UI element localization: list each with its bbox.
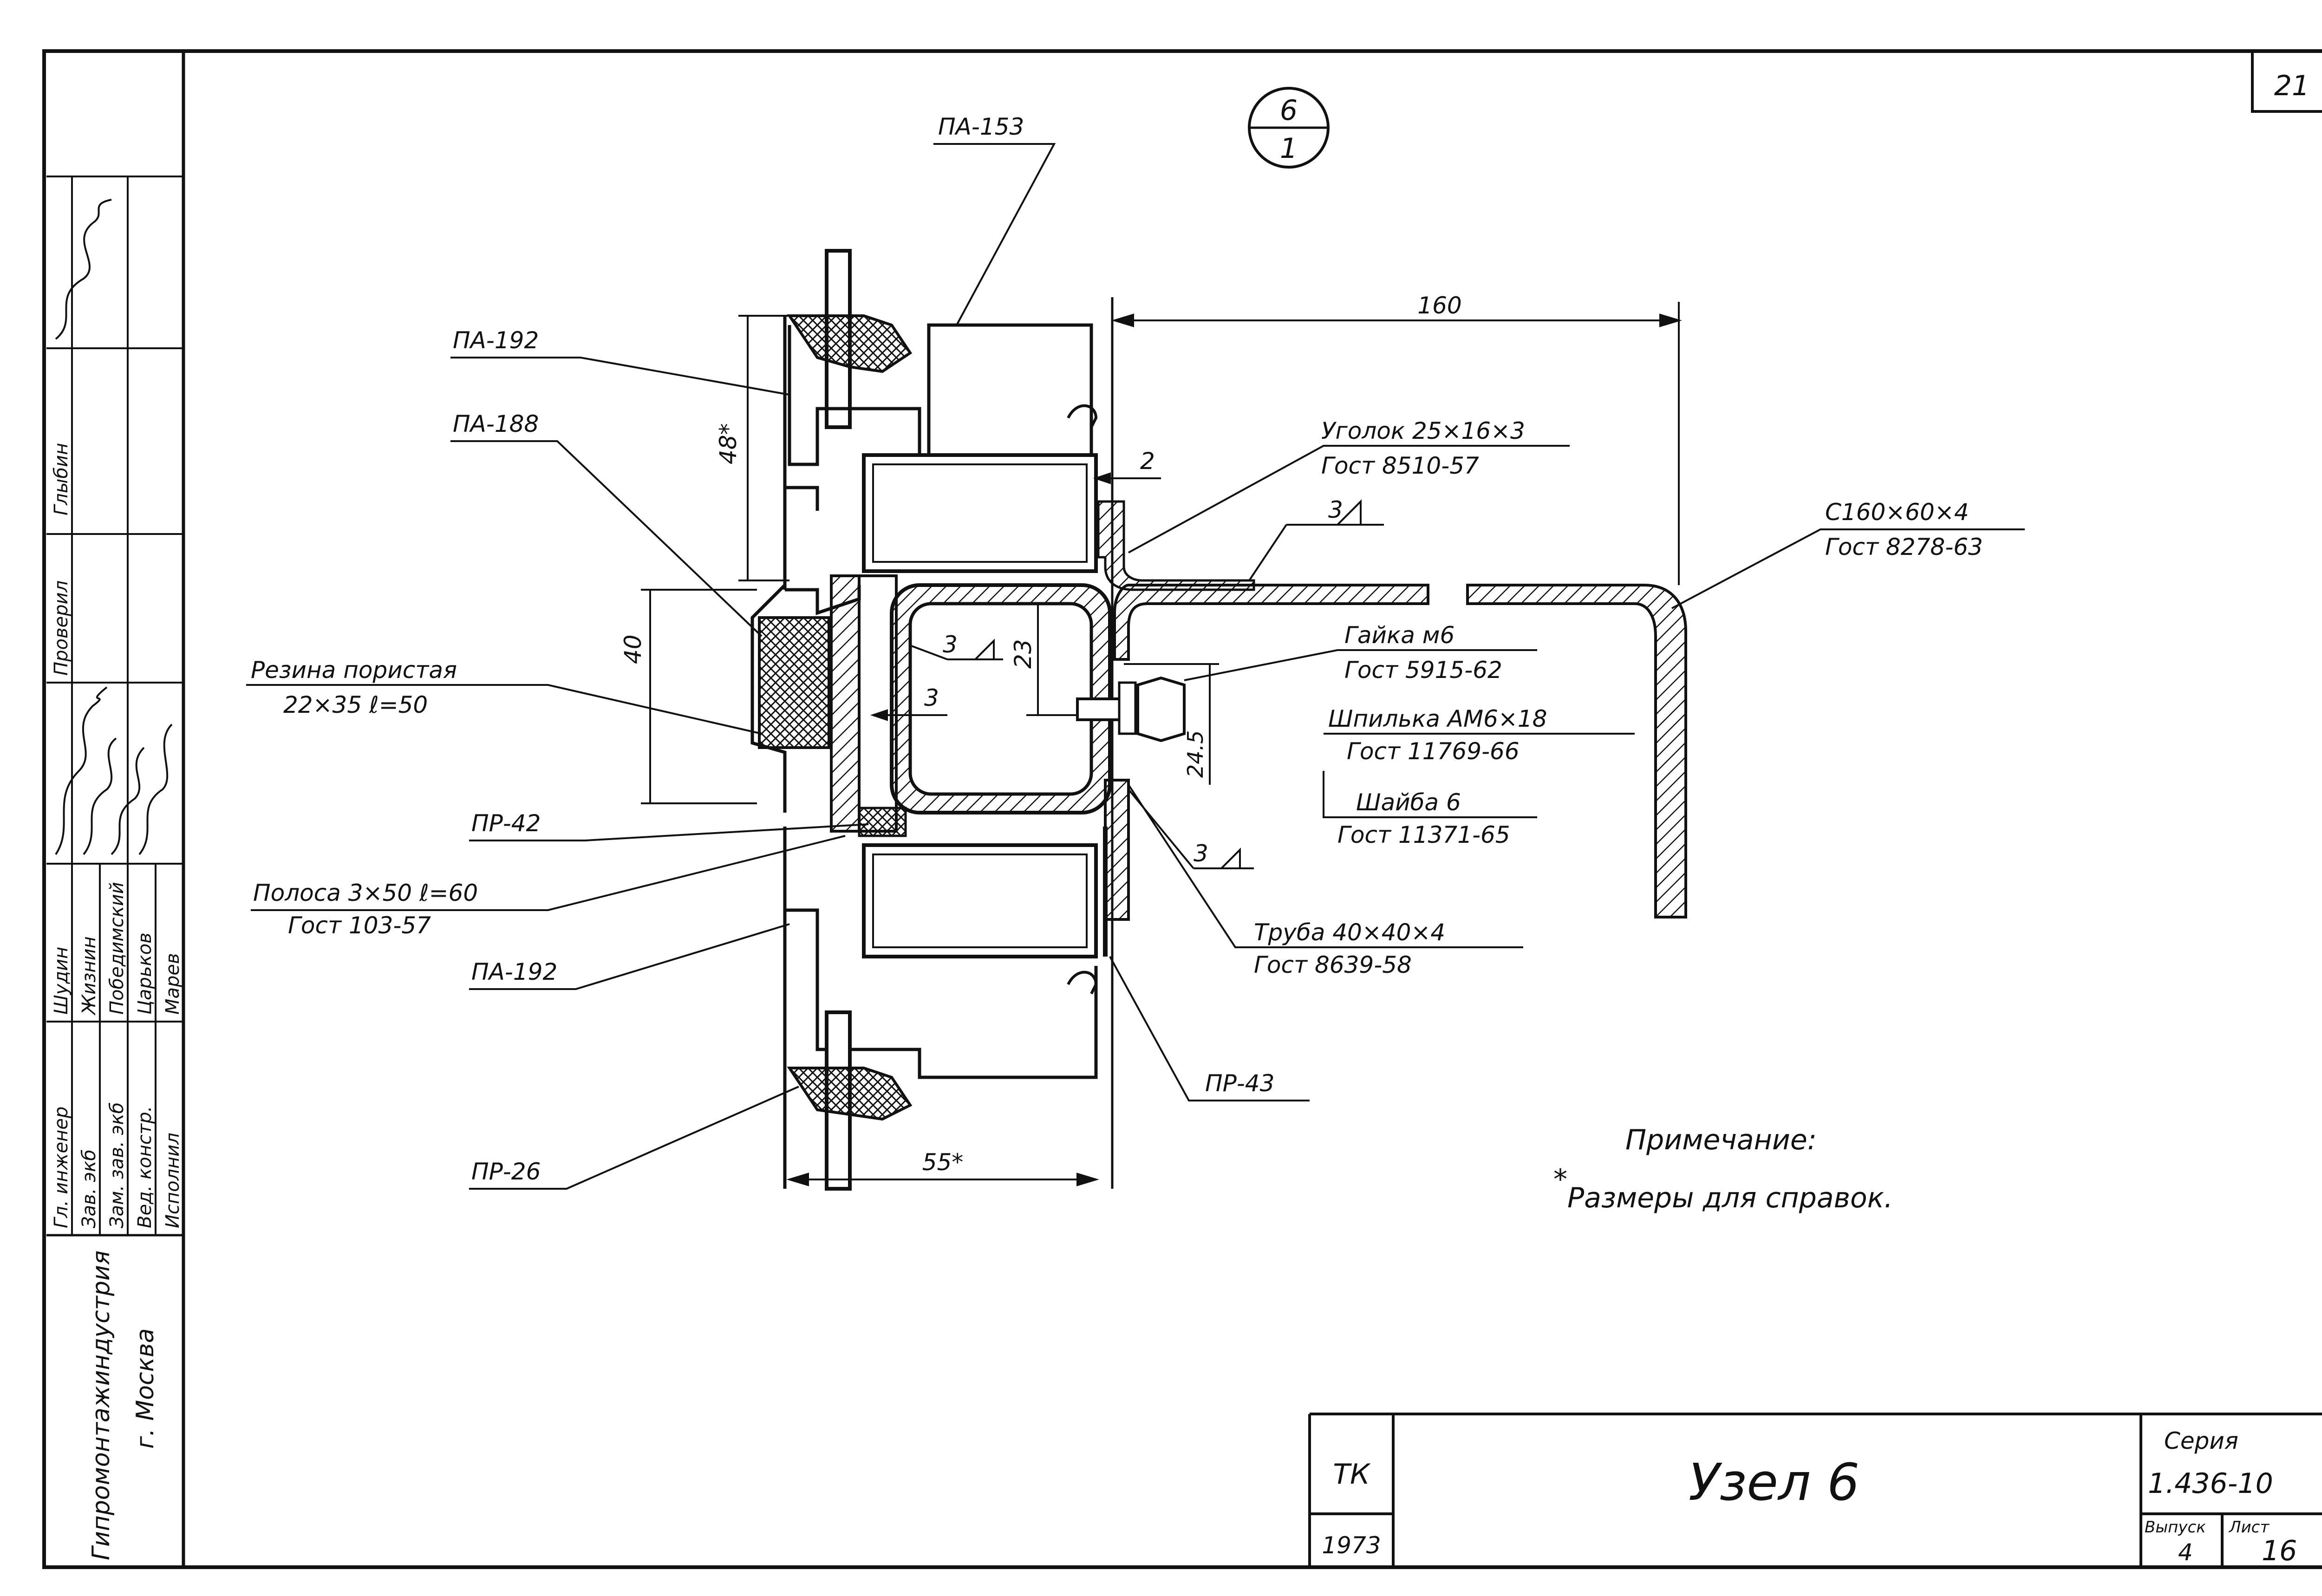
weld-leg: 3 <box>924 684 939 711</box>
lower-hollow-chamber <box>862 843 1098 958</box>
role-1: Гл. инженер <box>51 1107 72 1228</box>
pr-42-insert <box>858 807 907 837</box>
weld-2: 3 <box>943 631 958 658</box>
role-3: Зам. зав. экб <box>106 1102 128 1228</box>
strip-3x50 <box>830 574 861 833</box>
label-angle-gost: Гост 8510-57 <box>1321 452 1479 479</box>
upper-hollow-chamber <box>862 453 1098 573</box>
tb-issue-label: Выпуск <box>2145 1518 2206 1537</box>
signature <box>83 737 117 855</box>
name-2: Жизнин <box>78 936 100 1016</box>
node-marker-top: 6 <box>1280 94 1298 127</box>
node-drawing <box>750 249 1687 1191</box>
label-channel-gost: Гост 8278-63 <box>1825 534 1983 560</box>
weld-1: 3 <box>1328 496 1343 523</box>
tb-series-label: Серия <box>2164 1427 2238 1454</box>
dim-23: 23 <box>1010 639 1037 669</box>
role-4: Вед. констр. <box>134 1106 156 1228</box>
label-rubber-size: 22×35 ℓ=50 <box>283 691 428 718</box>
dim-160: 160 <box>1417 292 1461 319</box>
tb-year: 1973 <box>1322 1532 1381 1559</box>
label-washer: Шайба 6 <box>1356 789 1461 816</box>
role-2: Зав. экб <box>78 1149 100 1228</box>
label-strip: Полоса 3×50 ℓ=60 <box>253 879 478 906</box>
label-rubber: Резина пористая <box>251 657 457 684</box>
glazing-seal-bottom <box>787 1067 913 1121</box>
porous-rubber <box>758 616 830 749</box>
title-block: ТК 1973 Узел 6 Серия 1.436-10 Выпуск 4 Л… <box>1308 1413 2322 1567</box>
weld-3: 3 <box>1194 840 1208 867</box>
label-stud: Шпилька АМ6×18 <box>1328 705 1547 732</box>
label-pa-192-top: ПА-192 <box>453 327 539 354</box>
name-4: Царьков <box>134 932 156 1015</box>
checked-name: Глыбин <box>51 443 72 515</box>
glazing-seal-top <box>787 314 913 373</box>
label-angle: Уголок 25×16×3 <box>1321 417 1525 444</box>
note-text: Размеры для справок. <box>1567 1182 1893 1214</box>
tb-sheet-label: Лист <box>2228 1518 2270 1537</box>
page-number: 21 <box>2274 70 2309 102</box>
label-pipe-gost: Гост 8639-58 <box>1254 951 1412 978</box>
org-name: Гипромонтажиндустрия <box>87 1251 115 1560</box>
gap-2: 2 <box>1140 448 1155 475</box>
label-nut: Гайка м6 <box>1344 622 1455 649</box>
tb-org: ТК <box>1333 1458 1371 1491</box>
tb-title: Узел 6 <box>1689 1453 1859 1512</box>
name-3: Победимский <box>106 882 128 1015</box>
label-pr-26: ПР-26 <box>471 1158 541 1185</box>
label-pa-188: ПА-188 <box>453 410 539 437</box>
callouts: ПА-153 ПА-192 ПА-188 Резина пористая 22×… <box>246 113 2025 1190</box>
profile-pa-153 <box>788 323 1093 466</box>
lower-hollow-inner <box>872 853 1088 948</box>
signature <box>138 723 173 855</box>
label-strip-gost: Гост 103-57 <box>288 912 431 939</box>
tb-sheet-value: 16 <box>2262 1535 2297 1567</box>
signature <box>55 686 108 855</box>
channel-flange-left <box>1113 584 1429 661</box>
upper-hollow-inner <box>872 463 1088 563</box>
hook-top <box>1067 404 1098 428</box>
label-washer-gost: Гост 11371-65 <box>1337 821 1510 848</box>
name-5: Марев <box>162 953 183 1015</box>
tb-issue-value: 4 <box>2178 1539 2193 1566</box>
role-5: Исполнил <box>162 1133 183 1228</box>
dim-55: 55* <box>922 1149 964 1176</box>
washer-6 <box>1118 681 1137 735</box>
label-nut-gost: Гост 5915-62 <box>1344 657 1502 684</box>
checked-role: Проверил <box>51 580 72 676</box>
outer-frame <box>42 49 2322 1569</box>
dim-24-5: 24.5 <box>1183 730 1208 778</box>
left-stamp-strip: Гипромонтажиндустрия г. Москва Гл. инжен… <box>46 176 183 1560</box>
dimensions: 160 48* 40 23 24.5 55* <box>620 292 1682 1186</box>
note: Примечание: * Размеры для справок. <box>1553 1124 1893 1214</box>
org-city: г. Москва <box>131 1328 159 1449</box>
angle-25x16x3 <box>1097 500 1255 591</box>
node-marker-bottom: 1 <box>1280 132 1298 165</box>
dim-48: 48* <box>715 423 742 464</box>
label-channel: Ⅽ160×60×4 <box>1825 499 1969 526</box>
node-marker: 6 1 <box>1248 87 1330 169</box>
label-stud-gost: Гост 11769-66 <box>1347 738 1520 765</box>
label-pr-42: ПР-42 <box>471 810 541 837</box>
label-pa-153: ПА-153 <box>938 113 1024 140</box>
nut-m6 <box>1136 676 1186 743</box>
label-pa-192-bottom: ПА-192 <box>471 958 557 985</box>
dim-40: 40 <box>620 634 646 664</box>
label-pr-43: ПР-43 <box>1205 1070 1274 1097</box>
tb-series-value: 1.436-10 <box>2148 1467 2273 1500</box>
label-pipe: Труба 40×40×4 <box>1254 919 1445 946</box>
name-1: Шудин <box>51 947 72 1015</box>
bracket-plate <box>1104 779 1130 921</box>
note-title: Примечание: <box>1625 1124 1817 1156</box>
channel-flange-right <box>1466 584 1687 919</box>
note-star: * <box>1553 1163 1567 1196</box>
page-number-box: 21 <box>2251 51 2322 113</box>
signature <box>111 747 145 855</box>
profile-pa-192-bottom <box>783 827 1098 1189</box>
profile-pa-192-top <box>783 316 819 590</box>
hook-bottom <box>1067 971 1098 995</box>
signature <box>55 199 112 340</box>
